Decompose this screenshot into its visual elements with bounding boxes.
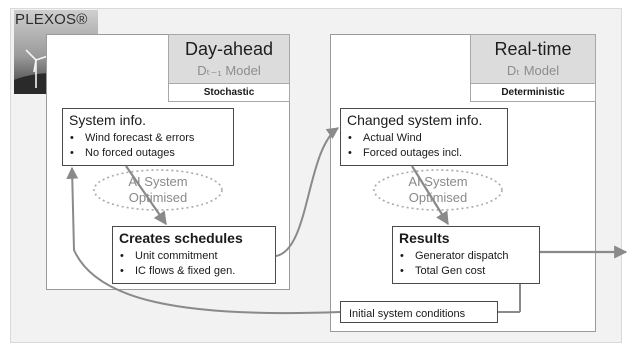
changed-system-info-title: Changed system info.	[347, 112, 483, 128]
real-time-title: Real-time	[494, 39, 572, 59]
ai-optimised-label-right: AI System Optimised	[372, 174, 504, 206]
arrow-initial-conditions-feedback	[66, 166, 341, 315]
day-ahead-type: Stochastic	[169, 83, 289, 101]
initial-conditions-label: Initial system conditions	[349, 308, 466, 320]
real-time-type: Deterministic	[471, 83, 595, 101]
day-ahead-title: Day-ahead	[184, 39, 274, 59]
ai-optimiser-ellipse-left	[93, 169, 223, 211]
ai-line-2: Optimised	[408, 190, 468, 205]
arrow-changed-info-to-results	[411, 165, 449, 226]
results-item: Total Gen cost	[399, 264, 533, 279]
results-item: Generator dispatch	[399, 249, 533, 264]
system-info-item: Wind forecast & errors	[69, 131, 227, 146]
ai-optimiser-ellipse-right	[373, 169, 503, 211]
ai-line-2: Optimised	[128, 190, 188, 205]
system-info-box: System info. Wind forecast & errors No f…	[62, 108, 234, 166]
changed-system-info-box: Changed system info. Actual Wind Forced …	[340, 108, 508, 166]
system-info-item: No forced outages	[69, 146, 227, 161]
arrow-info-to-schedules	[125, 165, 167, 226]
creates-schedules-box: Creates schedules Unit commitment IC flo…	[112, 226, 276, 284]
real-time-model: Dₜ Model	[506, 63, 560, 78]
logo-text: PLEXOS®	[15, 11, 88, 28]
day-ahead-header: Day-ahead Dₜ₋₁ Model Stochastic	[168, 34, 290, 102]
ai-line-1: AI System	[408, 174, 468, 189]
ai-optimised-label-left: AI System Optimised	[92, 174, 224, 206]
schedules-item: Unit commitment	[119, 249, 269, 264]
system-info-title: System info.	[69, 112, 147, 128]
changed-info-item: Forced outages incl.	[347, 146, 501, 161]
changed-info-item: Actual Wind	[347, 131, 501, 146]
results-box: Results Generator dispatch Total Gen cos…	[392, 226, 540, 284]
day-ahead-model: Dₜ₋₁ Model	[197, 63, 261, 78]
arrow-schedules-to-real-time	[275, 127, 339, 257]
ai-line-1: AI System	[128, 174, 188, 189]
schedules-item: IC flows & fixed gen.	[119, 264, 269, 279]
creates-schedules-title: Creates schedules	[119, 230, 243, 246]
real-time-header: Real-time Dₜ Model Deterministic	[470, 34, 596, 102]
results-title: Results	[399, 230, 450, 246]
initial-conditions-box: Initial system conditions	[340, 301, 498, 323]
